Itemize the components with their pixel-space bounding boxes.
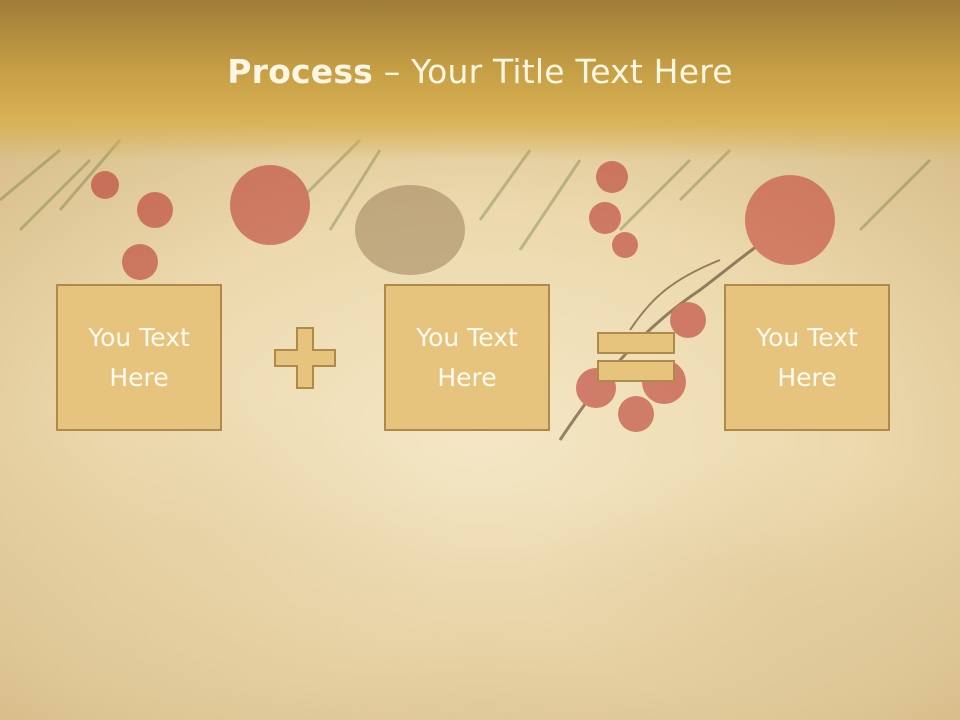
title-rest: – Your Title Text Here [373, 52, 733, 91]
process-box-2[interactable]: You Text Here [384, 284, 550, 431]
process-box-1[interactable]: You Text Here [56, 284, 222, 431]
title-bold: Process [227, 52, 374, 91]
process-box-label: You Text Here [756, 322, 858, 392]
slide-title: Process – Your Title Text Here [0, 52, 960, 91]
plus-icon [274, 327, 336, 389]
process-box-3[interactable]: You Text Here [724, 284, 890, 431]
equals-icon [597, 332, 675, 382]
title-band [0, 0, 960, 160]
process-box-label: You Text Here [416, 322, 518, 392]
process-box-label: You Text Here [88, 322, 190, 392]
